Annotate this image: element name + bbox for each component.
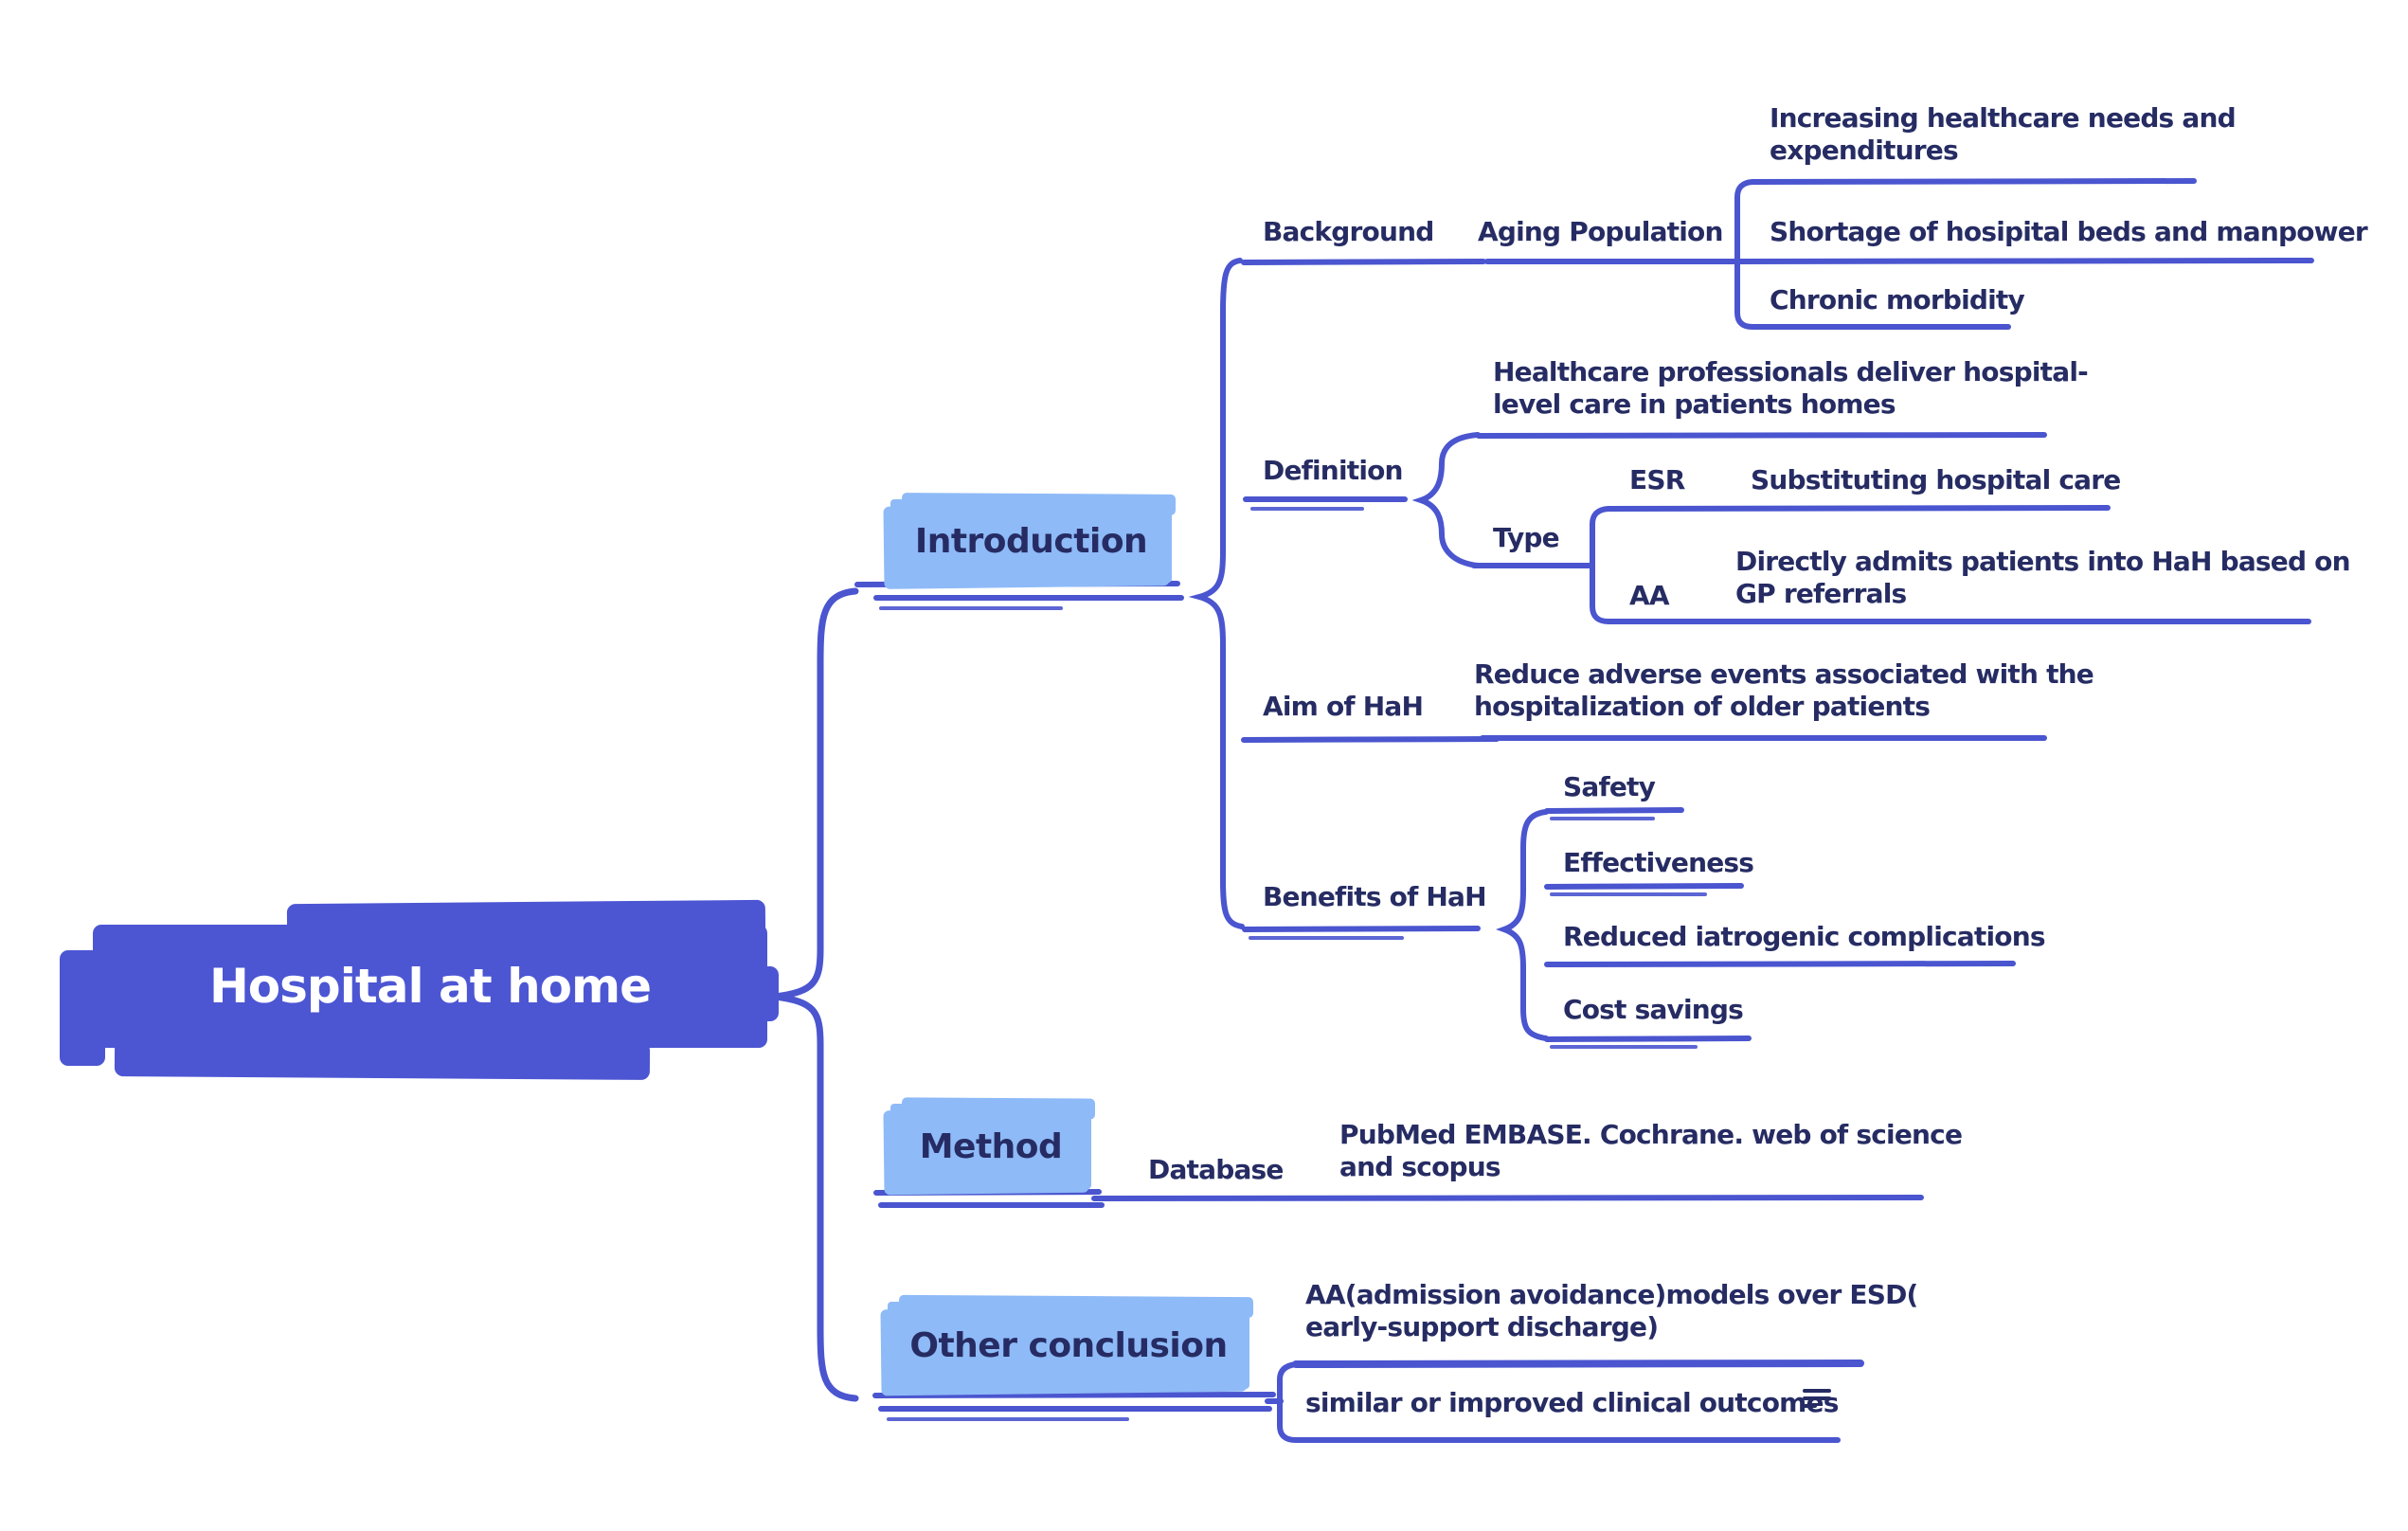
notes-icon-line [1803, 1396, 1831, 1400]
method-label: Method [919, 1126, 1063, 1166]
introduction-label: Introduction [914, 521, 1148, 561]
bracket-aging-children [1734, 179, 1755, 330]
node-increasing-needs[interactable]: Increasing healthcare needs and expendit… [1770, 102, 2237, 166]
node-chronic-morbidity[interactable]: Chronic morbidity [1770, 284, 2025, 315]
node-aa-description[interactable]: Directly admits patients into HaH based … [1735, 546, 2351, 609]
node-reduced-iatrogenic[interactable]: Reduced iatrogenic complications [1563, 921, 2046, 952]
node-type[interactable]: Type [1493, 522, 1560, 553]
underline-effectiveness-1 [1544, 883, 1744, 890]
node-method[interactable]: Method [890, 1104, 1091, 1189]
node-background[interactable]: Background [1263, 216, 1434, 247]
notes-icon-line [1803, 1389, 1831, 1393]
node-database-description[interactable]: PubMed EMBASE. Cochrane. web of science … [1339, 1119, 1963, 1182]
node-aging-population[interactable]: Aging Population [1478, 216, 1723, 247]
other-conclusion-label: Other conclusion [909, 1325, 1228, 1365]
node-definition[interactable]: Definition [1263, 455, 1404, 486]
node-benefits-of-hah[interactable]: Benefits of HaH [1263, 881, 1487, 912]
brace-root-children [774, 587, 859, 1402]
node-root[interactable]: Hospital at home [60, 898, 782, 1088]
node-safety[interactable]: Safety [1563, 771, 1656, 802]
node-definition-description[interactable]: Healthcare professionals deliver hospita… [1493, 356, 2089, 420]
brace-benefits-children [1496, 809, 1549, 1041]
node-esr[interactable]: ESR [1629, 464, 1685, 495]
root-label[interactable]: Hospital at home [208, 959, 652, 1014]
root-blob-core [93, 925, 767, 1048]
node-similar-outcomes[interactable]: similar or improved clinical outcomes [1305, 1387, 1839, 1418]
underline-esr [1606, 505, 2111, 512]
underline-safety-1 [1544, 807, 1684, 814]
node-aa[interactable]: AA [1629, 580, 1670, 611]
notes-icon-line [1803, 1404, 1817, 1408]
notes-icon[interactable] [1803, 1389, 1833, 1410]
underline-healthcare-professionals [1476, 432, 2047, 439]
node-esr-description[interactable]: Substituting hospital care [1751, 464, 2121, 495]
node-other-conclusion[interactable]: Other conclusion [888, 1302, 1249, 1389]
underline-cost-savings-1 [1544, 1036, 1752, 1042]
node-introduction[interactable]: Introduction [890, 499, 1172, 583]
node-aim-description[interactable]: Reduce adverse events associated with th… [1474, 658, 2094, 722]
node-aa-models[interactable]: AA(admission avoidance)models over ESD( … [1305, 1279, 1918, 1342]
node-shortage-beds[interactable]: Shortage of hosipital beds and manpower [1770, 216, 2368, 247]
underline-background [1241, 259, 1486, 265]
underline-benefits-1 [1242, 926, 1481, 932]
underline-other-conclusion-1 [872, 1392, 1276, 1398]
node-database[interactable]: Database [1148, 1154, 1284, 1185]
node-aim-of-hah[interactable]: Aim of HaH [1263, 691, 1424, 722]
brace-introduction-children [1188, 258, 1245, 929]
node-effectiveness[interactable]: Effectiveness [1563, 847, 1754, 878]
node-cost-savings[interactable]: Cost savings [1563, 994, 1744, 1025]
brace-definition-children [1411, 432, 1481, 568]
underline-aa-models [1292, 1360, 1864, 1368]
underline-increasing [1750, 178, 2197, 185]
underline-aim-of-hah-1 [1241, 736, 1500, 743]
